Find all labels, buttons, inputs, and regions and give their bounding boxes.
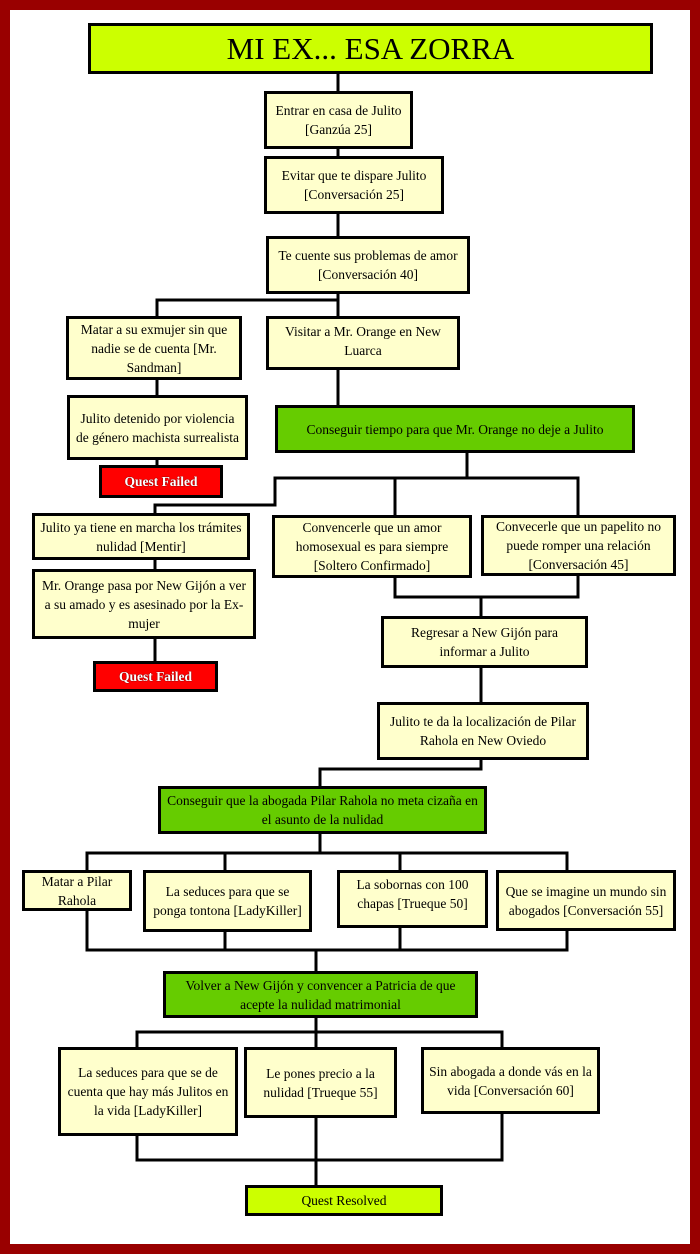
step-detenido: Julito detenido por violencia de género … bbox=[67, 395, 248, 460]
step-localizacion: Julito te da la localización de Pilar Ra… bbox=[377, 702, 589, 760]
quest-failed-badge: Quest Failed bbox=[99, 465, 223, 498]
step-mundo: Que se imagine un mundo sin abogados [Co… bbox=[496, 870, 676, 931]
step-homosexual: Convencerle que un amor homosexual es pa… bbox=[272, 515, 472, 578]
step-precio: Le pones precio a la nulidad [Trueque 55… bbox=[244, 1047, 397, 1118]
connector bbox=[153, 450, 580, 518]
milestone-conseguir-tiempo: Conseguir tiempo para que Mr. Orange no … bbox=[275, 405, 635, 453]
step-visitar: Visitar a Mr. Orange en New Luarca bbox=[266, 316, 460, 370]
step-regresar: Regresar a New Gijón para informar a Jul… bbox=[381, 616, 588, 668]
connector bbox=[135, 1111, 504, 1188]
quest-resolved-badge: Quest Resolved bbox=[245, 1185, 443, 1216]
step-matar-exmujer: Matar a su exmujer sin que nadie se de c… bbox=[66, 316, 242, 380]
step-problemas: Te cuente sus problemas de amor [Convers… bbox=[266, 236, 470, 294]
step-sin-abogada: Sin abogada a donde vás en la vida [Conv… bbox=[421, 1047, 600, 1114]
connector bbox=[155, 291, 340, 319]
quest-failed-badge: Quest Failed bbox=[93, 661, 218, 692]
connector bbox=[393, 573, 580, 619]
step-papelito: Convecerle que un papelito no puede romp… bbox=[481, 515, 676, 576]
step-tramites: Julito ya tiene en marcha los trámites n… bbox=[32, 513, 250, 560]
step-entrar: Entrar en casa de Julito [Ganzúa 25] bbox=[264, 91, 413, 149]
step-seduces-tontona: La seduces para que se ponga tontona [La… bbox=[143, 870, 312, 932]
quest-title: MI EX... ESA ZORRA bbox=[88, 23, 653, 74]
connector bbox=[85, 831, 569, 873]
milestone-abogada: Conseguir que la abogada Pilar Rahola no… bbox=[158, 786, 487, 834]
step-asesinado: Mr. Orange pasa por New Gijón a ver a su… bbox=[32, 569, 256, 639]
connector bbox=[135, 1015, 504, 1050]
step-evitar: Evitar que te dispare Julito [Conversaci… bbox=[264, 156, 444, 214]
connector bbox=[85, 908, 569, 974]
connector bbox=[318, 665, 483, 789]
step-matar-pilar: Matar a Pilar Rahola bbox=[22, 870, 132, 911]
step-sobornas: La sobornas con 100 chapas [Trueque 50] bbox=[337, 870, 488, 928]
step-seduces-julitos: La seduces para que se de cuenta que hay… bbox=[58, 1047, 238, 1136]
milestone-volver: Volver a New Gijón y convencer a Patrici… bbox=[163, 971, 478, 1018]
